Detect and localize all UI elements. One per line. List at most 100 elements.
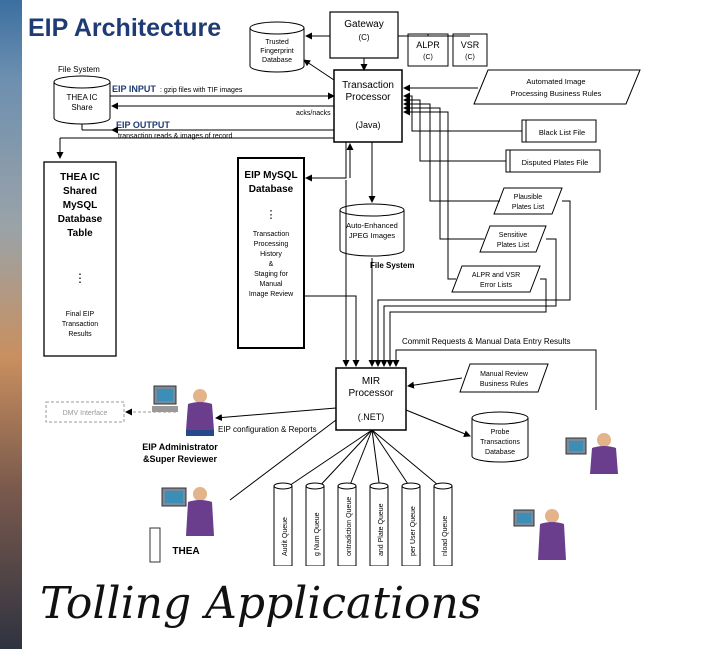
eip-mysql-body3: History [260,251,282,258]
thea-mysql-line5: Table [67,228,93,239]
probe-line1: Probe [491,429,510,436]
file-system-mid-label: File System [370,261,414,270]
automated-rules-shape [473,69,641,105]
alpr-box [407,33,449,67]
eip-mysql-body6: Manual [260,281,283,288]
queue-download: nload Queue [433,482,453,567]
tp-line2: Processor [345,92,391,103]
thea-share-line1: THEA IC [66,93,97,102]
thea-mysql-footer2: Transaction [62,321,98,328]
auto-rules-line2: Processing Business Rules [511,89,602,98]
jpeg-line1: Auto-Enhanced [346,221,398,230]
trusted-line2: Fingerprint [260,48,294,55]
queue-contradiction: ontradiction Queue [337,482,357,567]
dmv-label: DMV Interface [63,410,108,417]
tp-sub: (Java) [355,120,380,130]
sensitive-line1: Sensitive [499,232,528,239]
eip-mysql-line2: Database [249,184,294,195]
manual-rules-line1: Manual Review [480,371,529,378]
eip-mysql-body4: & [269,261,274,268]
dmv-interface-box [45,401,125,423]
queue-num: g Num Queue [305,482,325,567]
queue-label: g Num Queue [314,512,321,556]
reviewer-right-icon [565,433,618,474]
thea-mysql-ellipsis: ⋮ [74,271,86,285]
queue-plate: and Plate Queue [369,482,389,567]
probe-line2: Transactions [480,439,520,446]
alpr-title: ALPR [416,40,440,50]
thea-mysql-line1: THEA IC [60,172,100,183]
eip-mysql-body1: Transaction [253,231,289,238]
queue-super-user: per User Queue [401,482,421,567]
page-title: EIP Architecture [28,14,221,42]
caption: Tolling Applications [40,578,481,629]
jpeg-line2: JPEG Images [349,231,396,240]
manual-rules-line2: Business Rules [480,381,529,388]
alpr-vsr-errors-shape [451,265,541,293]
queue-label: and Plate Queue [378,503,385,556]
thea-workstation-icon [149,487,214,563]
eip-mysql-db [237,157,305,349]
alpr-sub: (C) [423,54,433,61]
plausible-plates-shape [493,187,563,215]
eip-input-desc: : gzip files with TIF images [160,87,243,94]
vsr-sub: (C) [465,54,475,61]
disputed-label: Disputed Plates File [522,158,589,167]
black-list-label: Black List File [539,128,585,137]
manual-rules-shape [459,363,549,393]
mir-line2: Processor [348,388,394,399]
probe-line3: Database [485,449,515,456]
gateway-sub: (C) [358,33,369,42]
trusted-line1: Trusted [265,39,289,46]
queues: Audit Queue g Num Queue ontradiction Que… [273,429,453,567]
auto-rules-line1: Automated Image [526,77,585,86]
thea-mysql-footer3: Results [68,331,92,338]
eip-output-label: EIP OUTPUT [116,120,170,130]
thea-label: THEA [172,546,199,557]
admin-workstation-icon [152,385,214,436]
thea-mysql-line4: Database [58,214,103,225]
plausible-line1: Plausible [514,194,543,201]
acks-label: acks/nacks [296,110,331,117]
errors-line1: ALPR and VSR [472,272,520,279]
commit-requests-label: Commit Requests & Manual Data Entry Resu… [402,337,571,346]
queue-label: ontradiction Queue [346,497,353,556]
queue-label: nload Queue [442,516,449,556]
eip-input-label: EIP INPUT [112,84,156,94]
thea-mysql-line3: MySQL [63,200,97,211]
jpeg-images-store [339,203,405,257]
queue-label: Audit Queue [282,517,289,556]
eip-output-desc: transaction reads & images of record [118,133,232,140]
tp-line1: Transaction [342,80,394,91]
thea-mysql-table [43,161,117,357]
reviewer-bottom-right-icon [513,509,566,560]
thea-share-line2: Share [71,103,93,112]
thea-mysql-line2: Shared [63,186,97,197]
admin-line2: &Super Reviewer [143,454,218,464]
admin-line1: EIP Administrator [142,442,218,452]
eip-mysql-body2: Processing [254,241,289,248]
mir-sub: (.NET) [358,412,385,422]
probe-transactions-db [471,411,529,463]
trusted-fingerprint-db [249,21,305,73]
plausible-line2: Plates List [512,204,544,211]
mir-line1: MIR [362,376,380,387]
file-system-top-label: File System [58,65,100,74]
vsr-title: VSR [461,40,480,50]
eip-mysql-line1: EIP MySQL [244,170,297,181]
eip-mysql-body7: Image Review [249,291,294,298]
errors-line2: Error Lists [480,282,512,289]
thea-mysql-footer1: Final EIP [66,311,95,318]
eip-mysql-ellipsis: ⋮ [266,209,277,221]
sensitive-line2: Plates List [497,242,529,249]
gateway-title: Gateway [344,19,383,30]
vsr-box [452,33,488,67]
trusted-line3: Database [262,57,292,64]
mir-processor-box [335,367,407,431]
sensitive-plates-shape [479,225,547,253]
eip-mysql-body5: Staging for [254,271,289,278]
eip-config-label: EIP configuration & Reports [218,425,317,434]
queue-audit: Audit Queue [273,482,293,567]
queue-label: per User Queue [410,506,417,556]
